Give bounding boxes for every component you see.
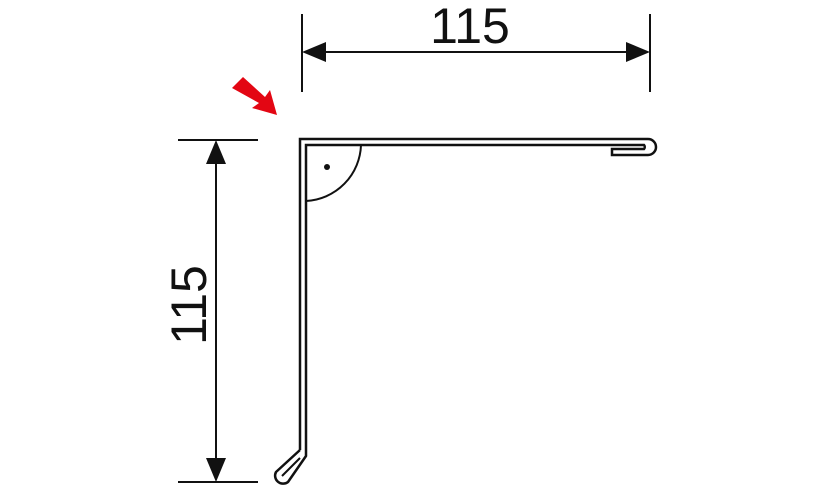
vertical-arrowhead-top bbox=[206, 140, 226, 164]
vertical-dimension-label: 115 bbox=[161, 265, 217, 345]
horizontal-dimension: 115 bbox=[301, 0, 651, 92]
red-arrow-icon bbox=[232, 77, 277, 115]
horizontal-arrowhead-left bbox=[302, 42, 326, 62]
right-angle-marker-icon bbox=[305, 144, 362, 202]
flashing-profile bbox=[273, 137, 658, 485]
profile-bottom-hook bbox=[273, 449, 308, 485]
horizontal-dimension-label: 115 bbox=[430, 0, 510, 54]
vertical-arrowhead-bottom bbox=[206, 458, 226, 482]
horizontal-arrowhead-right bbox=[626, 42, 650, 62]
vertical-dimension: 115 bbox=[161, 139, 258, 483]
profile-bottom-hook-inner bbox=[281, 457, 301, 477]
profile-outline-main bbox=[298, 137, 658, 450]
